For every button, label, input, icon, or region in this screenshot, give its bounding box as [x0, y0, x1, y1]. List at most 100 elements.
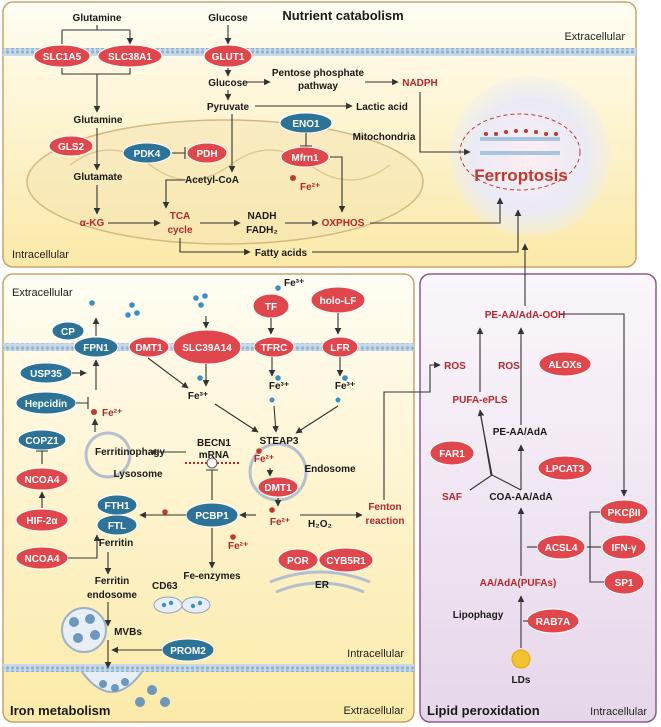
svg-text:COPZ1: COPZ1 — [25, 436, 59, 447]
svg-text:DMT1: DMT1 — [264, 483, 292, 494]
lipid-intracellular-label: Intracellular — [590, 706, 647, 718]
fe3-dot-a — [197, 375, 203, 381]
saf-label: SAF — [442, 492, 462, 503]
slc38a1-protein: SLC38A1 — [97, 44, 163, 68]
copz1-protein: COPZ1 — [17, 429, 67, 451]
ferritinophagy-label: Ferritinophagy — [95, 447, 165, 458]
svg-text:NCOA4: NCOA4 — [24, 475, 59, 486]
lipid-droplet-icon — [511, 649, 531, 669]
lpcat3-protein: LPCAT3 — [537, 455, 593, 481]
nutrient-membrane — [3, 48, 636, 56]
svg-text:PCBP1: PCBP1 — [195, 511, 229, 522]
ppp-label-2: pathway — [298, 81, 338, 92]
holo-lf-protein: holo-LF — [310, 286, 366, 314]
nutrient-arrows — [61, 25, 522, 256]
pyruvate-label: Pyruvate — [207, 102, 250, 113]
iron-extracellular-label: Extracellular — [12, 287, 73, 299]
fe2-dot-b — [256, 448, 262, 454]
fe3-label-b: Fe³⁺ — [269, 381, 289, 392]
lysosome-vesicle — [84, 431, 132, 479]
ppp-label-1: Pentose phosphate — [272, 68, 365, 79]
slc39a14-protein: SLC39A14 — [172, 329, 242, 365]
pe-aa-ooh-label: PE-AA/AdA-OOH — [485, 310, 566, 321]
nadph-label: NADPH — [402, 78, 438, 89]
nutrient-title: Nutrient catabolism — [282, 8, 403, 23]
iron-membrane-bottom — [3, 664, 414, 672]
svg-text:SLC38A1: SLC38A1 — [108, 52, 152, 63]
er-membrane — [269, 570, 371, 594]
pkcbii-protein: PKCβII — [599, 499, 649, 525]
iron-title: Iron metabolism — [10, 703, 110, 718]
becn1-label: BECN1 — [197, 438, 231, 449]
iron-panel — [2, 273, 415, 723]
svg-text:FPN1: FPN1 — [83, 343, 109, 354]
fe-enzymes-label: Fe-enzymes — [183, 571, 241, 582]
svg-text:SLC39A14: SLC39A14 — [182, 343, 232, 354]
svg-text:GLS2: GLS2 — [58, 142, 85, 153]
ros-label-b: ROS — [498, 361, 520, 372]
iron-extracellular-bottom-label: Extracellular — [343, 705, 404, 717]
cyb5r1-protein: CYB5R1 — [318, 547, 374, 573]
svg-text:DMT1: DMT1 — [135, 343, 163, 354]
iron-arrows — [36, 313, 441, 669]
mfrn1-protein: Mfrn1 — [280, 146, 330, 168]
svg-text:LPCAT3: LPCAT3 — [546, 464, 585, 475]
fe2-dot-c — [230, 534, 236, 540]
svg-text:POR: POR — [287, 556, 309, 567]
mitochondria-label: Mitochondria — [353, 132, 416, 143]
svg-text:ALOXs: ALOXs — [548, 360, 582, 371]
iron-intracellular-label: Intracellular — [347, 648, 404, 660]
fe2-mito-label: Fe²⁺ — [300, 182, 320, 193]
eno1-protein: ENO1 — [279, 112, 333, 134]
svg-text:ENO1: ENO1 — [292, 119, 320, 130]
svg-text:Mfrn1: Mfrn1 — [291, 153, 319, 164]
aa-pufas-label: AA/AdA(PUFAs) — [480, 578, 557, 589]
cp-protein: CP — [51, 321, 85, 341]
usp35-protein: USP35 — [19, 362, 73, 384]
glucose-extracellular: Glucose — [208, 13, 248, 24]
fe3-label-c: Fe³⁺ — [335, 381, 355, 392]
er-label: ER — [315, 580, 330, 591]
iron-fe3-small-dots — [269, 397, 341, 403]
pufa-epls-label: PUFA-ePLS — [452, 395, 507, 406]
tca-cycle-label: cycle — [167, 225, 192, 236]
glutamine-intracellular: Glutamine — [74, 115, 123, 126]
svg-text:USP35: USP35 — [30, 369, 62, 380]
acetyl-coa-label: Acetyl-CoA — [185, 175, 239, 186]
mrna-label: mRNA — [199, 450, 230, 461]
coa-aa-label: COA-AA/AdA — [489, 492, 552, 503]
released-exosomes — [135, 685, 170, 707]
fe2-dot-a — [91, 409, 97, 415]
fadh2-label: FADH₂ — [246, 225, 278, 236]
nutrient-extracellular-label: Extracellular — [564, 31, 625, 43]
fe2-dot-d — [269, 507, 275, 513]
svg-text:CP: CP — [61, 327, 75, 338]
lds-label: LDs — [512, 675, 531, 686]
glucose-intracellular: Glucose — [208, 78, 248, 89]
svg-text:GLUT1: GLUT1 — [212, 52, 245, 63]
svg-text:HIF-2α: HIF-2α — [26, 516, 58, 527]
endosome-label: Endosome — [304, 464, 356, 475]
fe2-label-b: Fe²⁺ — [254, 454, 274, 465]
fe3-label-a: Fe³⁺ — [188, 391, 208, 402]
cd63-label: CD63 — [152, 581, 178, 592]
svg-text:TFRC: TFRC — [261, 343, 288, 354]
dmt1-protein-b: DMT1 — [257, 476, 299, 498]
svg-text:PROM2: PROM2 — [170, 646, 206, 657]
svg-text:SP1: SP1 — [615, 578, 634, 589]
ifn-gamma-protein: IFN-γ — [601, 534, 647, 560]
fe2-label-c: Fe²⁺ — [228, 541, 248, 552]
oxphos-label: OXPHOS — [322, 218, 365, 229]
fe3-extracellular-label: Fe³⁺ — [284, 278, 304, 289]
lfr-protein: LFR — [321, 336, 359, 358]
tf-protein: TF — [252, 293, 290, 319]
hif2a-protein: HIF-2α — [15, 508, 69, 532]
h2o2-label: H₂O₂ — [308, 519, 332, 530]
ferritin-endosome-vesicles — [153, 596, 211, 614]
svg-text:ACSL4: ACSL4 — [545, 543, 578, 554]
fatty-acids-label: Fatty acids — [255, 248, 308, 259]
lipid-arrows — [469, 243, 628, 648]
mvbs-label: MVBs — [114, 627, 142, 638]
tfrc-protein: TFRC — [253, 336, 295, 358]
